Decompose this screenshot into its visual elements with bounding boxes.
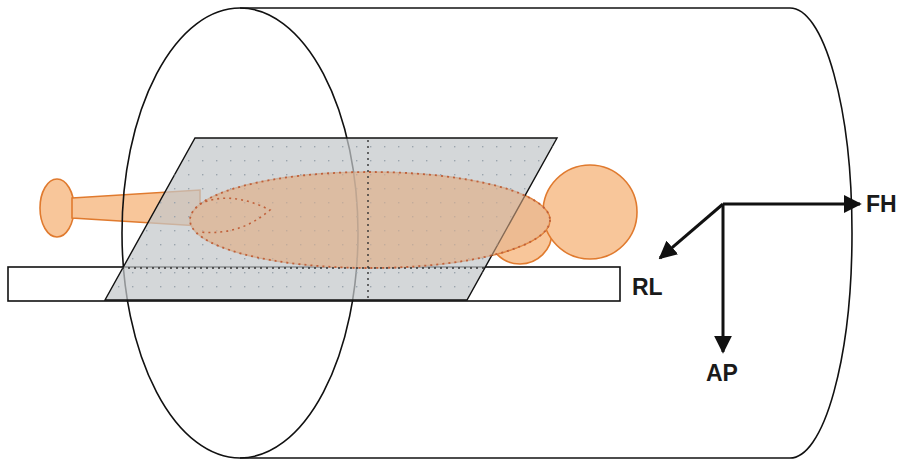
- axis-label: FH: [866, 193, 897, 216]
- axis-label: RL: [632, 276, 663, 299]
- coordinate-axes: [660, 204, 860, 352]
- axis-label: AP: [706, 362, 738, 385]
- patient-figure: [40, 165, 637, 268]
- slice-plane: [105, 138, 557, 300]
